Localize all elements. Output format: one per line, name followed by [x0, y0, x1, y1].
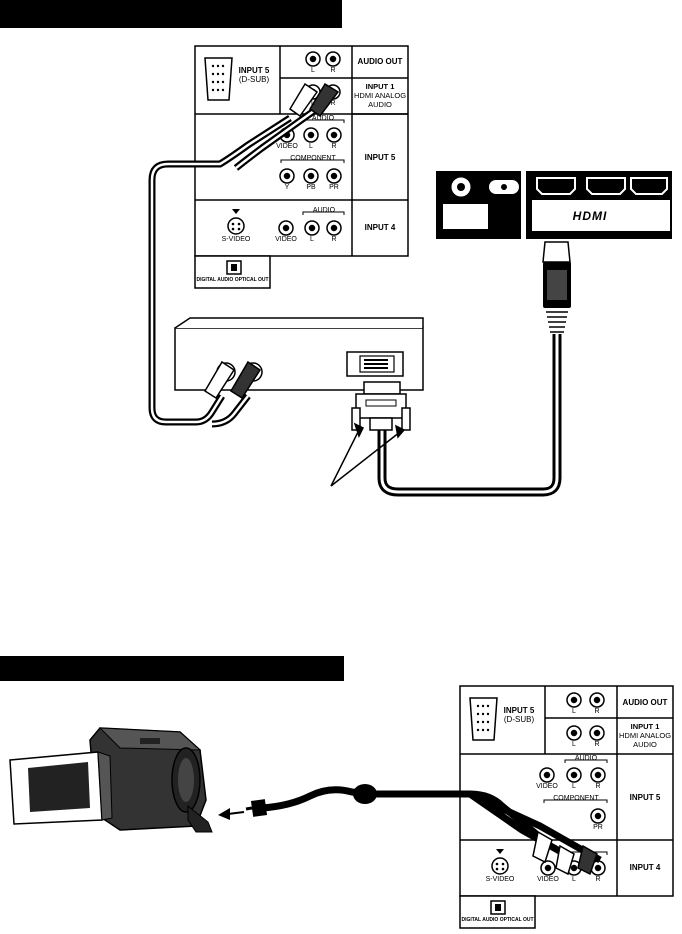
- dsub-text: (D-SUB): [238, 75, 270, 84]
- arrow-to-camcorder: [218, 808, 245, 820]
- video-label: VIDEO: [276, 143, 298, 150]
- label-l: L: [310, 236, 314, 243]
- av-plugs-bottom: [532, 830, 598, 876]
- s-video-port-bottom: [491, 849, 509, 875]
- dsub-text: (D-SUB): [503, 715, 535, 724]
- input5-label-bottom: INPUT 5: [629, 793, 661, 802]
- label-r: R: [331, 236, 337, 243]
- input4-label-bottom: INPUT 4: [629, 863, 661, 872]
- hdmi-plug: [542, 241, 571, 333]
- s-video-label: S-VIDEO: [221, 236, 251, 243]
- video-label: VIDEO: [275, 236, 297, 243]
- hdmi-panel: [436, 171, 672, 239]
- input5-text: INPUT 5: [238, 66, 270, 75]
- audio-label: AUDIO: [574, 755, 598, 762]
- label-r: R: [330, 67, 336, 74]
- component-label: COMPONENT: [290, 155, 336, 162]
- input1-line3: AUDIO: [368, 100, 392, 109]
- optical-out-label-bottom: DIGITAL AUDIO OPTICAL OUT: [461, 917, 534, 923]
- input4-label-top: INPUT 4: [364, 223, 396, 232]
- av-cable: [261, 786, 549, 845]
- rca-jacks-bottom: [539, 692, 606, 876]
- av-mini-plug: [245, 799, 268, 817]
- label-pr: PR: [593, 824, 603, 831]
- label-r: R: [331, 143, 337, 150]
- label-y: Y: [284, 184, 290, 191]
- audio-out-label-bottom: AUDIO OUT: [622, 698, 668, 707]
- input1-label-top: INPUT 1 HDMI ANALOG AUDIO: [354, 82, 406, 109]
- input5-text: INPUT 5: [503, 706, 535, 715]
- s-video-port-top: [227, 209, 245, 235]
- rca-plugs-at-device: [203, 360, 262, 400]
- label-l: L: [311, 67, 315, 74]
- label-r: R: [594, 741, 600, 748]
- dsub-port-bottom: [469, 697, 498, 741]
- input5-label-top: INPUT 5: [364, 153, 396, 162]
- label-l: L: [572, 876, 576, 883]
- label-l: L: [572, 708, 576, 715]
- section2-header-bar: [0, 656, 344, 681]
- input1-line1: INPUT 1: [365, 82, 395, 91]
- input1-line2: HDMI ANALOG: [619, 731, 672, 740]
- input5-dsub-label-top: INPUT 5 (D-SUB): [232, 66, 276, 84]
- optical-out-label-top: DIGITAL AUDIO OPTICAL OUT: [196, 277, 269, 283]
- input1-line3: AUDIO: [633, 740, 657, 749]
- label-l: L: [572, 741, 576, 748]
- label-l: L: [311, 100, 315, 107]
- s-video-label: S-VIDEO: [485, 876, 515, 883]
- dsub-port-top: [204, 57, 233, 101]
- screw-pointer-arrows: [330, 422, 406, 487]
- label-r: R: [594, 708, 600, 715]
- input5-dsub-label-bottom: INPUT 5 (D-SUB): [497, 706, 541, 724]
- label-r: R: [595, 876, 601, 883]
- input1-label-bottom: INPUT 1 HDMI ANALOG AUDIO: [619, 722, 671, 749]
- input1-line1: INPUT 1: [630, 722, 660, 731]
- section1-header-bar: [0, 0, 342, 28]
- audio-label: AUDIO: [312, 207, 336, 214]
- label-r: R: [595, 783, 601, 790]
- component-label: COMPONENT: [553, 795, 599, 802]
- video-label: VIDEO: [537, 876, 559, 883]
- rca-plugs-at-tv: [288, 82, 340, 118]
- audio-label: AUDIO: [311, 115, 335, 122]
- label-pr: PR: [329, 184, 339, 191]
- dvi-plug: [351, 381, 411, 431]
- label-l: L: [572, 783, 576, 790]
- camcorder: [9, 727, 213, 833]
- input1-line2: HDMI ANALOG: [354, 91, 407, 100]
- hdmi-logo: HDMI: [572, 209, 608, 223]
- ferrite-core: [353, 784, 377, 804]
- label-r: R: [330, 100, 336, 107]
- video-label: VIDEO: [536, 783, 558, 790]
- audio-out-label-top: AUDIO OUT: [357, 57, 403, 66]
- label-pb: PB: [306, 184, 316, 191]
- label-l: L: [309, 143, 313, 150]
